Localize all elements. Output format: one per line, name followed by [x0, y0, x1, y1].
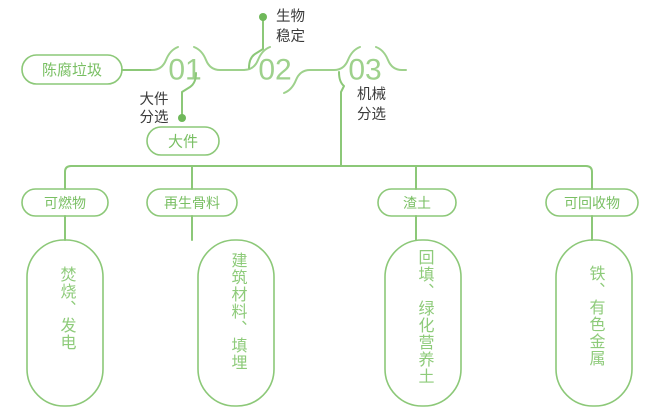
- node-source[interactable]: 陈腐垃圾: [21, 54, 123, 85]
- stage-03-left-arc: [333, 46, 361, 71]
- distribution-bus: [64, 165, 593, 190]
- stage-03-annotation-line1: 机械: [357, 86, 386, 103]
- source-pill-label: 陈腐垃圾: [42, 61, 102, 79]
- stage-01-right-arc: [193, 46, 245, 71]
- stage-02-annotation-line1: 生物: [276, 8, 305, 25]
- stage-02-annotation-line2: 稳定: [276, 28, 305, 45]
- stage-02-output-stem: [248, 19, 264, 69]
- branch-3-group[interactable]: 可回收物: [545, 188, 639, 407]
- stage-02-number: 02: [258, 54, 291, 87]
- branch-2-destination-text: 回填、绿化营养土: [415, 249, 433, 385]
- stage-01-group[interactable]: 01 大件 分选 大件: [140, 46, 245, 156]
- stage-01-number: 01: [168, 54, 201, 87]
- branch-2-category-label: 渣土: [403, 195, 431, 211]
- branch-0-destination-text: 焚烧、发电: [57, 266, 75, 351]
- branch-1-group[interactable]: 再生骨料: [146, 188, 275, 407]
- branch-1-destination-text: 建筑材料、填埋: [228, 252, 246, 371]
- stage-03-annotation-line2: 分选: [357, 106, 386, 123]
- stage-03-group[interactable]: 03 机械 分选: [333, 46, 407, 167]
- stage-03-number: 03: [348, 54, 381, 87]
- stage-02-right-arc: [283, 69, 335, 94]
- stage-01-annotation-line1: 大件: [140, 91, 169, 108]
- stage-01-output-stem: [181, 72, 197, 118]
- stage-03-right-tail: [375, 46, 407, 71]
- bus-main-path: [64, 165, 593, 190]
- branch-3-destination-box-outline: [555, 239, 633, 407]
- stage-02-group[interactable]: 02 生物 稳定: [243, 8, 335, 94]
- stage-02-left-arc: [243, 46, 271, 71]
- branch-1-destination-box-outline: [197, 239, 275, 407]
- branch-1-category-label: 再生骨料: [164, 195, 220, 211]
- branch-2-destination-box-outline: [384, 239, 462, 407]
- branch-2-group[interactable]: 渣土: [377, 188, 462, 407]
- stage-01-output-pill-outline: [146, 126, 220, 156]
- stage-01-output-dot: [178, 114, 186, 122]
- stage-01-output-pill-label: 大件: [168, 134, 198, 151]
- branch-0-destination-box-outline: [26, 239, 104, 407]
- branch-3-destination-text: 铁、有色金属: [586, 265, 604, 367]
- stage-02-output-dot: [259, 13, 267, 21]
- stage-03-output-stem: [338, 71, 345, 167]
- branch-3-category-label: 可回收物: [564, 195, 620, 211]
- stage-01-left-arc: [151, 46, 179, 71]
- stage-01-annotation-line2: 分选: [140, 109, 169, 126]
- branch-0-group[interactable]: 可燃物: [21, 188, 109, 407]
- branch-0-category-label: 可燃物: [44, 195, 86, 211]
